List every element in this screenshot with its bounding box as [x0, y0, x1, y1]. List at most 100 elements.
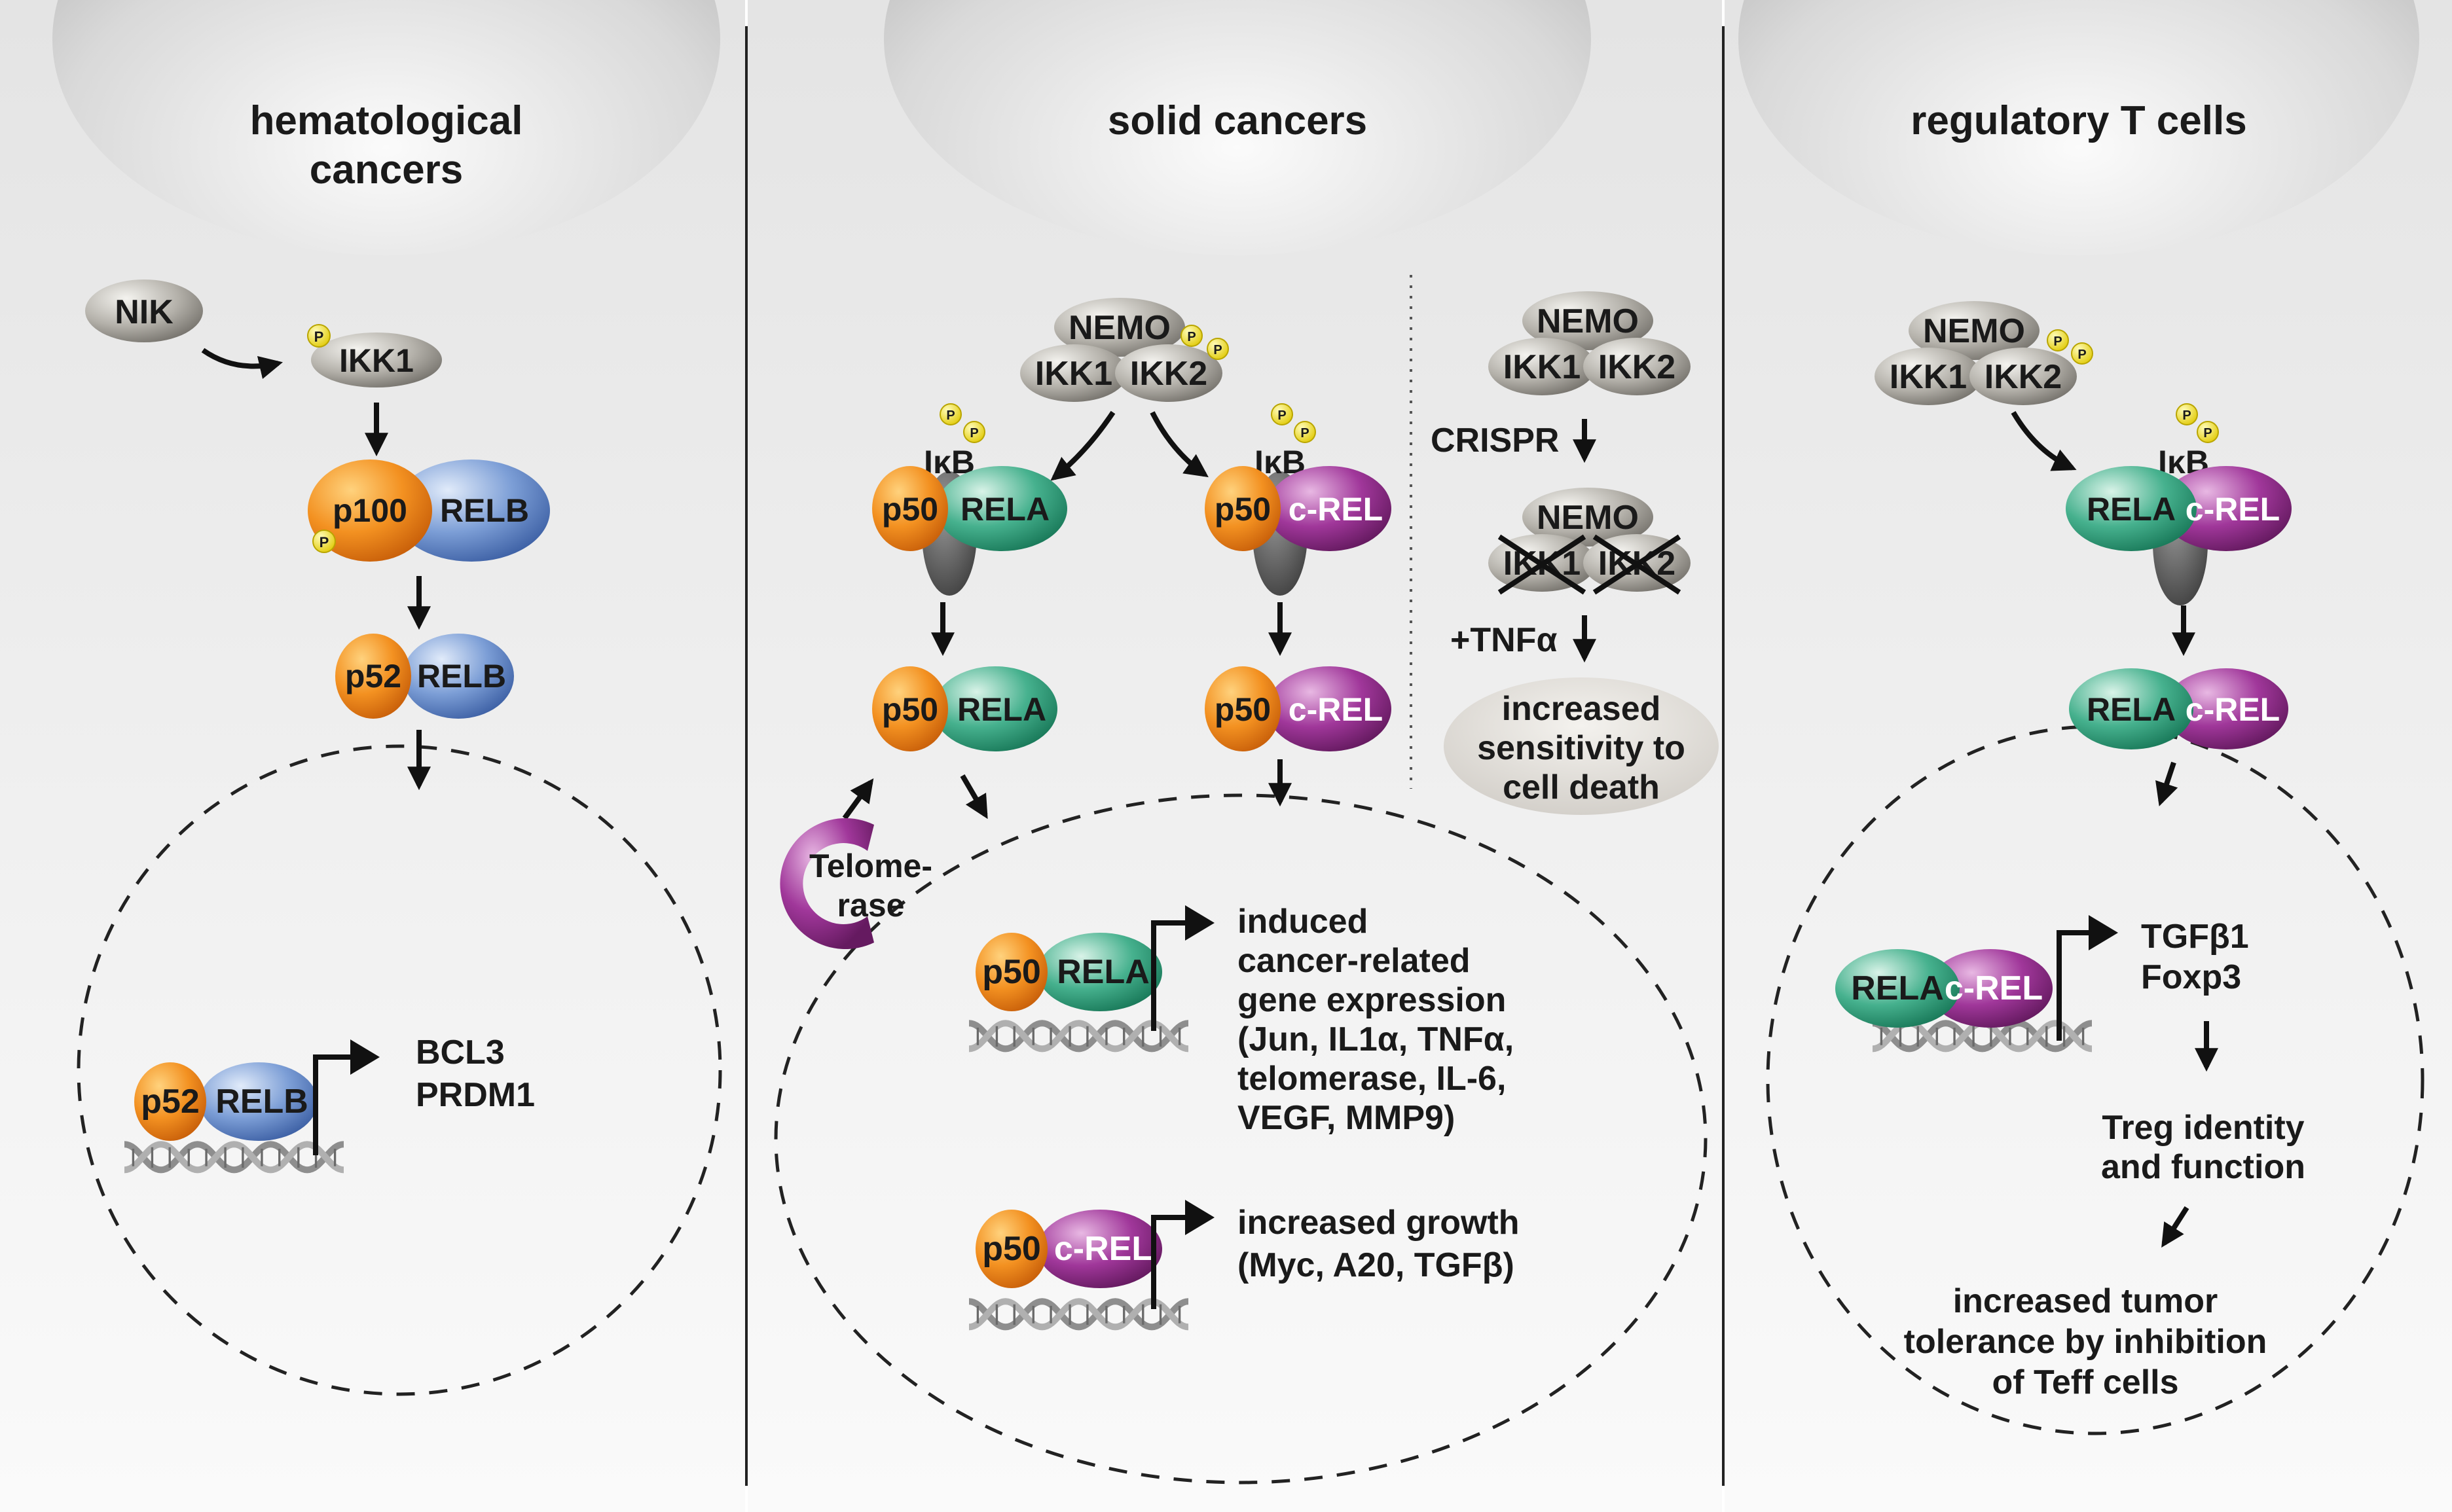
phospho-badge [940, 403, 962, 425]
nemo-label: NEMO [1537, 499, 1639, 537]
ikk2-label: IKK2 [1985, 358, 2062, 396]
p50-label: p50 [882, 491, 938, 528]
relb-label: RELB [440, 492, 529, 529]
ikk2-label: IKK2 [1130, 355, 1207, 393]
nik-protein [85, 279, 203, 342]
rela-label: RELA [2087, 491, 2176, 528]
rela-target-genes: (Jun, IL1α, TNFα, [1237, 1020, 1514, 1058]
panel-header-cap [884, 0, 1591, 255]
relb-protein [200, 1062, 318, 1141]
phospho-badge [2176, 403, 2198, 425]
ikk1-protein [1488, 338, 1596, 395]
phospho-label: P [2077, 348, 2086, 362]
cell-death-outcome-text: sensitivity to [1477, 729, 1685, 767]
rela-protein [933, 666, 1057, 751]
p50-protein [872, 666, 948, 751]
arrow [2161, 1206, 2189, 1248]
cell-death-outcome-text: increased [1502, 690, 1661, 728]
transcription-start-arrow-head [1185, 1200, 1215, 1235]
crel-label: c-REL [1289, 691, 1383, 728]
transcription-start-arrow [313, 1054, 354, 1155]
crel-target-genes: increased growth [1237, 1204, 1520, 1242]
arrow [842, 778, 874, 820]
nucleus-outline [774, 793, 1708, 1485]
p100-protein [308, 459, 432, 562]
rela-protein [936, 466, 1067, 551]
target-gene: BCL3 [416, 1034, 505, 1071]
phospho-label: P [1187, 330, 1196, 344]
p52-protein [134, 1062, 206, 1141]
nemo-protein [1522, 488, 1653, 547]
p50-label: p50 [1215, 491, 1271, 528]
cell-death-outcome [1444, 677, 1719, 815]
treg-outcome-text: of Teff cells [1992, 1363, 2178, 1401]
p50-label: p50 [1215, 691, 1271, 728]
phospho-label: P [2053, 334, 2062, 349]
p50-protein [1205, 666, 1281, 751]
panel-title: solid cancers [1108, 98, 1367, 143]
ikk2-label: IKK2 [1598, 348, 1675, 386]
phospho-label: P [1213, 343, 1222, 357]
p50-label: p50 [882, 691, 938, 728]
ikk1-protein [1875, 348, 1982, 405]
rela-target-genes: VEGF, MMP9) [1237, 1099, 1455, 1137]
ikk1-label: IKK1 [339, 342, 414, 379]
crel-protein [1267, 666, 1391, 751]
phospho-badge [2071, 342, 2093, 365]
crel-label: c-REL [2186, 691, 2280, 728]
relb-label: RELB [417, 658, 506, 694]
p50-protein [976, 933, 1048, 1011]
nemo-label: NEMO [1537, 302, 1639, 340]
phospho-label: P [1277, 408, 1286, 423]
telomerase-protein [780, 818, 874, 949]
crel-protein [2161, 466, 2292, 551]
tnf-label: +TNFα [1450, 621, 1557, 659]
arrow [960, 774, 988, 819]
transcription-start-arrow-head [2089, 915, 2118, 950]
crel-protein [1267, 466, 1391, 551]
p100-label: p100 [333, 492, 407, 529]
rela-label: RELA [961, 491, 1050, 528]
crel-protein [1928, 949, 2053, 1028]
transcription-start-arrow-head [1185, 905, 1215, 941]
rela-target-genes: induced [1237, 903, 1368, 941]
telomerase-label: Telome- [809, 848, 932, 884]
phospho-label: P [1300, 426, 1309, 441]
phospho-badge [1207, 338, 1229, 360]
crel-label: c-REL [1945, 969, 2043, 1007]
nemo-protein [1054, 298, 1185, 357]
treg-target-genes: Foxp3 [2141, 958, 2241, 996]
ikk1-label: IKK1 [1503, 348, 1581, 386]
treg-outcome-text: tolerance by inhibition [1904, 1323, 2267, 1361]
phospho-label: P [320, 534, 329, 550]
crel-protein [2164, 668, 2288, 749]
relb-protein [403, 634, 514, 719]
transcription-start-arrow [1151, 920, 1188, 1031]
panel-title: regulatory T cells [1911, 98, 2246, 143]
p52-label: p52 [141, 1083, 200, 1121]
crel-label: c-REL [1054, 1230, 1152, 1268]
rela-protein [1835, 949, 1960, 1028]
crel-target-genes: (Myc, A20, TGFβ) [1237, 1246, 1514, 1284]
rela-label: RELA [957, 691, 1046, 728]
p50-protein [976, 1210, 1048, 1288]
ikk2-protein [1115, 344, 1222, 402]
rela-target-genes: cancer-related [1237, 942, 1471, 980]
ikk1-protein [1020, 344, 1127, 402]
rela-protein [2069, 668, 2193, 749]
p50-label: p50 [982, 953, 1041, 991]
treg-outcome-text: increased tumor [1953, 1282, 2218, 1320]
nucleus-outline [77, 744, 722, 1396]
p50-protein [1205, 466, 1281, 551]
phospho-badge [2197, 421, 2219, 443]
phospho-label: P [2203, 426, 2212, 441]
ikk2-protein [1583, 338, 1691, 395]
transcription-start-arrow [1151, 1215, 1188, 1309]
arrow [2011, 410, 2077, 471]
phospho-badge [2047, 329, 2069, 351]
knockout-cross [1592, 534, 1681, 595]
phospho-label: P [970, 426, 978, 441]
cell-death-outcome-text: cell death [1503, 768, 1660, 806]
crel-label: c-REL [1289, 491, 1383, 528]
